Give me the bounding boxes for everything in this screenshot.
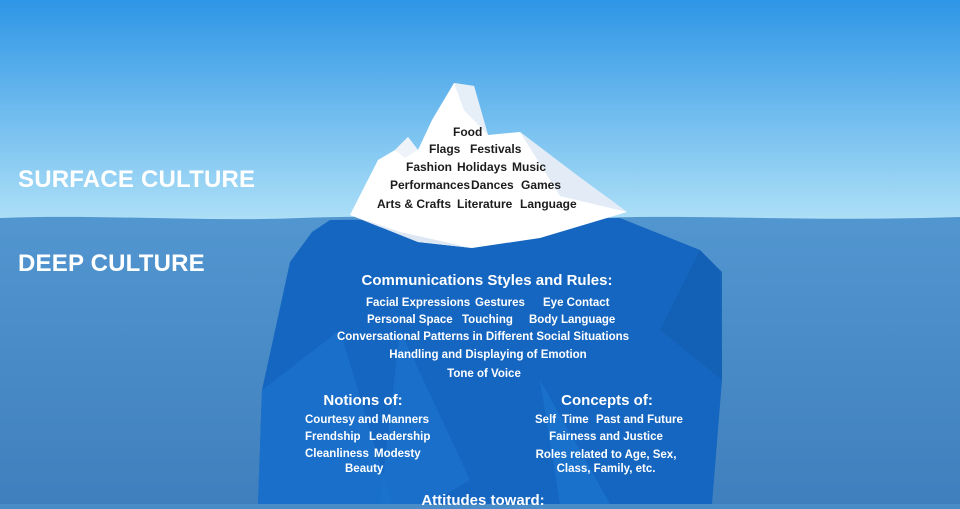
iceberg-underwater	[258, 218, 722, 504]
communication-item-eye-contact: Eye Contact	[543, 297, 610, 309]
communication-item-conversational-patterns: Conversational Patterns in Different Soc…	[336, 331, 630, 343]
surface-item-flags: Flags	[429, 142, 461, 156]
attitudes-heading: Attitudes toward:	[421, 492, 545, 509]
surface-item-dances: Dances	[471, 178, 514, 192]
concepts-item-past-future: Past and Future	[596, 414, 683, 426]
notions-heading: Notions of:	[323, 392, 403, 409]
iceberg-tip	[350, 83, 627, 248]
surface-item-food: Food	[453, 125, 483, 139]
communication-item-personal-space: Personal Space	[367, 314, 453, 326]
notions-item-courtesy: Courtesy and Manners	[305, 414, 429, 426]
notions-item-modesty: Modesty	[374, 448, 421, 460]
communication-item-gestures: Gestures	[475, 297, 525, 309]
surface-item-arts-crafts: Arts & Crafts	[377, 197, 452, 211]
concepts-item-roles: Roles related to Age, Sex,	[535, 449, 677, 461]
concepts-item-fairness: Fairness and Justice	[549, 431, 663, 443]
notions-item-cleanliness: Cleanliness	[305, 448, 369, 460]
concepts-item-self: Self	[535, 414, 557, 426]
notions-item-beauty: Beauty	[345, 463, 384, 475]
surface-culture-label: SURFACE CULTURE	[18, 166, 256, 193]
surface-item-performances: Performances	[390, 178, 471, 192]
surface-item-music: Music	[512, 160, 547, 174]
communication-item-tone-of-voice: Tone of Voice	[447, 368, 521, 380]
communication-item-body-language: Body Language	[529, 314, 616, 326]
deep-culture-label: DEEP CULTURE	[18, 250, 205, 277]
notions-item-frendship: Frendship	[305, 431, 361, 443]
surface-item-holidays: Holidays	[457, 160, 508, 174]
communication-item-touching: Touching	[462, 314, 513, 326]
concepts-item-time: Time	[562, 414, 589, 426]
surface-item-language: Language	[520, 197, 577, 211]
surface-item-festivals: Festivals	[470, 142, 522, 156]
communication-item-emotion: Handling and Displaying of Emotion	[389, 349, 587, 361]
communication-heading: Communications Styles and Rules:	[361, 272, 613, 289]
surface-item-games: Games	[521, 178, 562, 192]
communication-item-facial-expressions: Facial Expressions	[366, 297, 471, 309]
notions-item-leadership: Leadership	[369, 431, 431, 443]
concepts-heading: Concepts of:	[561, 392, 653, 409]
surface-item-literature: Literature	[457, 197, 513, 211]
concepts-item-class-family: Class, Family, etc.	[556, 463, 656, 475]
surface-item-fashion: Fashion	[406, 160, 453, 174]
